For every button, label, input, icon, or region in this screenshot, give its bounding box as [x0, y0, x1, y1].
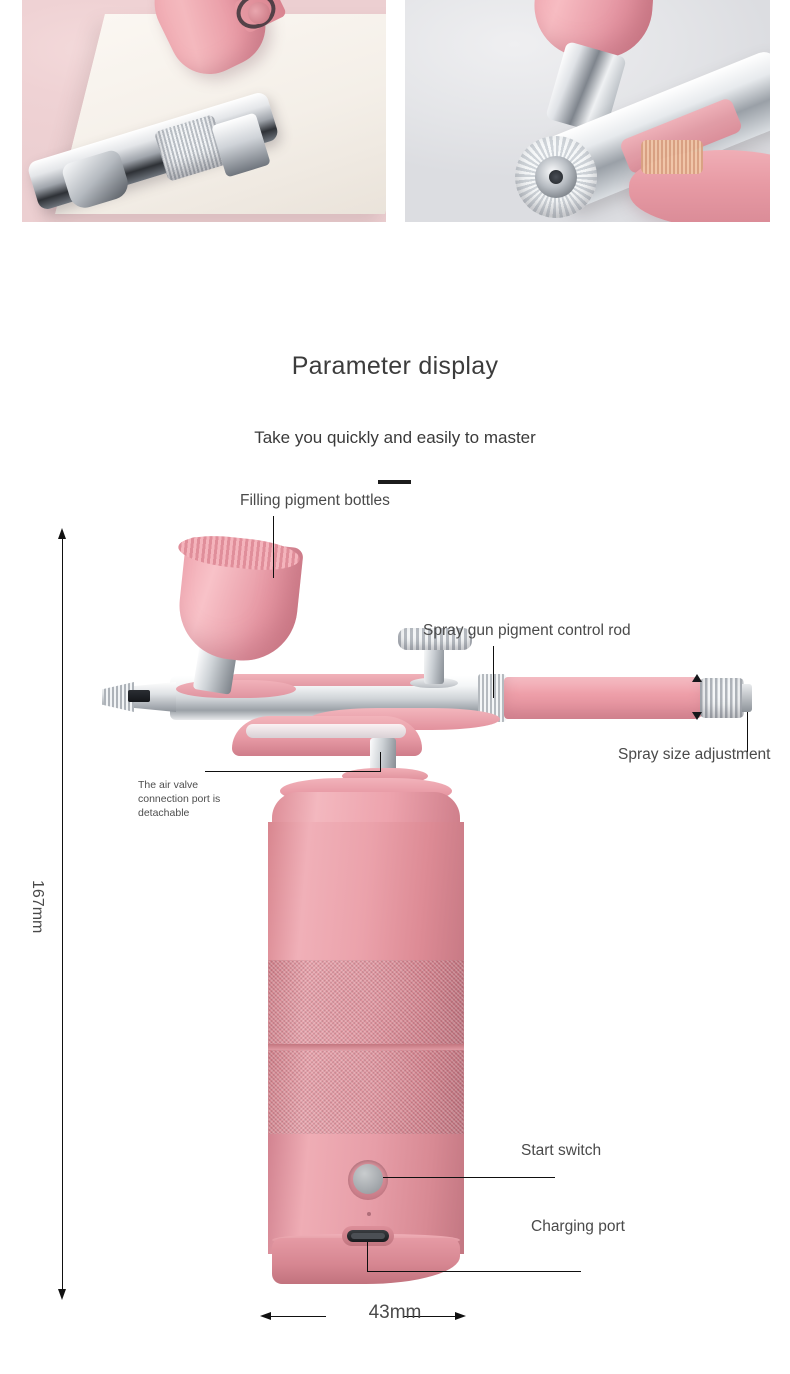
product-photo-strip: [0, 0, 790, 224]
callout-charging-port: Charging port: [531, 1218, 625, 1235]
compressor-knurl-band-lower: [268, 1050, 464, 1136]
callout-filling-pigment-bottles: Filling pigment bottles: [240, 492, 390, 509]
page-title: Parameter display: [291, 352, 499, 380]
callout-spray-size-adjustment: Spray size adjustment: [618, 746, 771, 763]
start-switch-button[interactable]: [353, 1164, 383, 1194]
air-flow-knob: [398, 628, 472, 650]
width-label-backing: [326, 1303, 404, 1329]
leader-line-air-valve-horizontal: [205, 771, 380, 772]
leader-line-control-rod: [493, 646, 494, 698]
product-photo-left[interactable]: [22, 0, 386, 222]
adjust-arrow-down-icon: [692, 712, 702, 720]
compressor-knurl-band-upper: [268, 960, 464, 1046]
leader-line-start-switch: [383, 1177, 555, 1178]
callout-start-switch: Start switch: [521, 1142, 602, 1159]
callout-spray-gun-pigment-control-rod: Spray gun pigment control rod: [423, 622, 631, 639]
end-cap-tip: [742, 684, 752, 712]
air-connector-core: [549, 170, 563, 184]
leader-line-charging-port-horizontal: [367, 1271, 581, 1272]
indicator-led: [367, 1212, 371, 1216]
nozzle-needle: [128, 690, 150, 702]
spray-size-adjust-cap: [700, 678, 744, 718]
height-dimension-label: 167mm: [29, 880, 46, 934]
airbrush-diagram: [80, 530, 760, 800]
charging-port-inner: [351, 1233, 385, 1239]
adjust-arrow-up-icon: [692, 674, 702, 682]
compressor-seam: [268, 1044, 464, 1050]
callout-air-valve-note: The air valve connection port is detacha…: [138, 779, 221, 819]
leader-line-filling-pigment-bottles: [273, 516, 274, 578]
title-divider-dash: [378, 480, 411, 484]
copper-collar: [641, 140, 703, 174]
trigger-highlight: [246, 724, 406, 738]
height-dimension-arrow: [58, 528, 66, 1300]
product-photo-right[interactable]: [405, 0, 770, 222]
width-dimension-label: 43mm: [368, 1302, 422, 1323]
leader-line-air-valve-vertical: [380, 752, 381, 772]
leader-line-charging-port-vertical: [367, 1242, 368, 1272]
page-subtitle: Take you quickly and easily to master: [254, 428, 536, 447]
pigment-control-rod-tube: [504, 677, 704, 719]
compressor-upper-body: [268, 822, 464, 962]
knob-stem: [424, 642, 444, 684]
leader-line-spray-size: [747, 712, 748, 752]
compressor-diagram: [266, 778, 466, 1290]
